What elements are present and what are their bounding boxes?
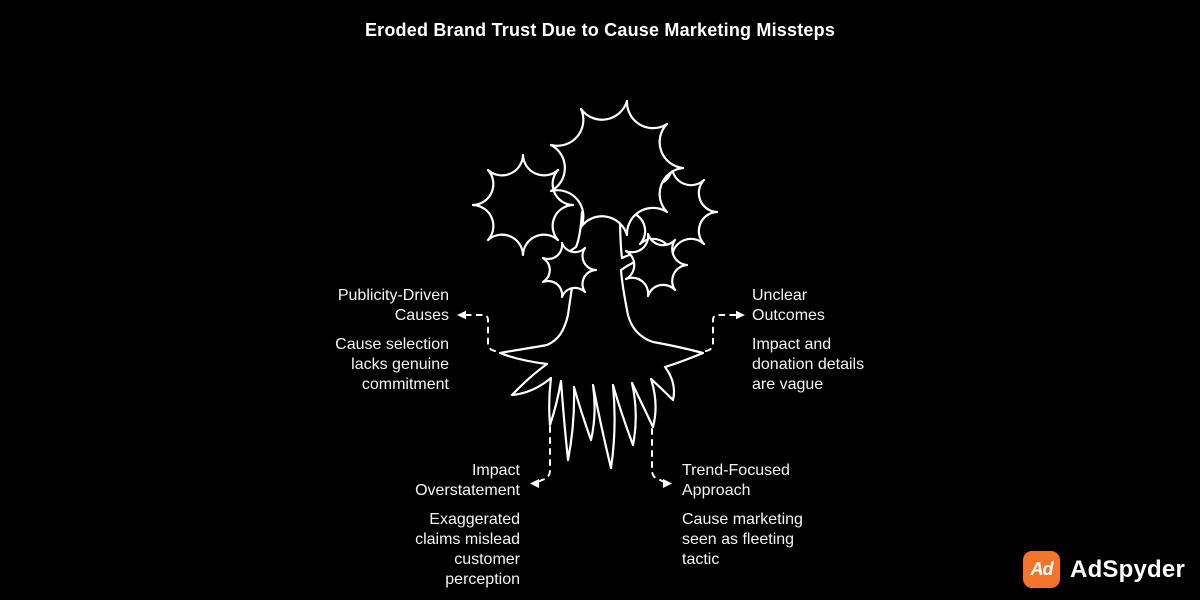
node-heading: Impact Overstatement — [415, 462, 520, 499]
arrowhead-bottom-left-icon — [530, 479, 539, 488]
foliage-cloud-small-left — [541, 241, 598, 299]
node-description: Exaggerated claims mislead customer perc… — [415, 511, 520, 588]
diagram-title: Eroded Brand Trust Due to Cause Marketin… — [364, 20, 836, 40]
connector-bottom-right — [651, 428, 664, 483]
adspyder-logo-icon: Ad — [1023, 551, 1061, 588]
arrowhead-bottom-right-icon — [663, 479, 672, 488]
node-description: Impact and donation details are vague — [752, 336, 865, 393]
node-unclear-outcomes: Unclear Outcomes Impact and donation det… — [752, 286, 882, 395]
node-trend-focused-approach: Trend-Focused Approach Cause marketing s… — [682, 461, 810, 570]
adspyder-logo-text: AdSpyder — [1070, 555, 1185, 583]
node-heading: Unclear Outcomes — [752, 287, 825, 324]
node-heading: Publicity-Driven Causes — [337, 287, 449, 324]
node-impact-overstatement: Impact Overstatement Exaggerated claims … — [392, 461, 520, 590]
node-description: Cause selection lacks genuine commitment — [335, 336, 449, 393]
node-publicity-driven-causes: Publicity-Driven Causes Cause selection … — [314, 286, 449, 395]
tree-trunk-and-roots — [498, 210, 705, 470]
foliage-cloud-small-right — [624, 232, 689, 298]
node-description: Cause marketing seen as fleeting tactic — [682, 511, 803, 568]
connector-top-right — [705, 314, 738, 352]
connector-top-left — [464, 314, 496, 352]
arrowhead-top-right-icon — [736, 310, 745, 320]
arrowhead-top-left-icon — [457, 310, 466, 320]
adspyder-logo[interactable]: Ad AdSpyder — [1023, 551, 1185, 588]
connector-bottom-left — [538, 426, 551, 483]
foliage-cloud-main — [549, 99, 685, 237]
foliage-cloud-left — [471, 153, 575, 257]
node-heading: Trend-Focused Approach — [682, 462, 790, 499]
